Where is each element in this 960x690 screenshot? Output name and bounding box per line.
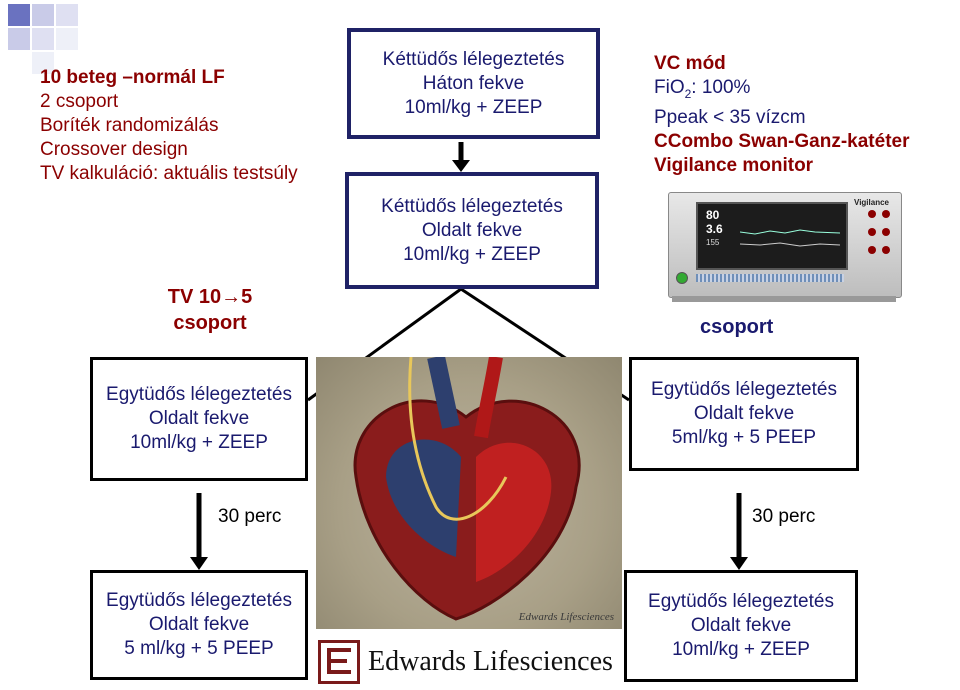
monitor-vent-strip	[696, 274, 844, 282]
arrow-head-left	[190, 557, 208, 570]
corner-decoration-square	[32, 28, 54, 50]
right-group-label: csoport	[700, 316, 774, 338]
monitor-knob	[868, 246, 876, 254]
settings-info: VC mód FiO2: 100% Ppeak < 35 vízcm CComb…	[654, 52, 909, 178]
catheter-line: CCombo Swan-Ganz-katéter	[654, 130, 910, 152]
vessel	[427, 357, 460, 429]
study-info-line: Boríték randomizálás	[40, 115, 219, 136]
heart-illustration	[353, 357, 581, 621]
vigilance-monitor-image: 80 3.6 155 Vigilance	[668, 192, 902, 304]
corner-decoration-square	[32, 52, 54, 74]
monitor-value: 80	[706, 208, 720, 222]
box-line: Egytüdős lélegeztetés	[651, 379, 837, 400]
logo-mark-bar	[327, 670, 351, 674]
monitor-brand: Vigilance	[854, 198, 889, 207]
fio2-prefix: FiO	[654, 77, 685, 98]
corner-decoration-square	[56, 4, 78, 26]
box-line: 10ml/kg + ZEEP	[672, 639, 810, 660]
monitor-value: 155	[706, 238, 720, 247]
study-info-line: 2 csoport	[40, 91, 119, 112]
box-line: 10ml/kg + ZEEP	[404, 96, 543, 118]
monitor-trend-graph	[740, 229, 840, 247]
ppeak-line: Ppeak < 35 vízcm	[654, 106, 806, 128]
box-line: Oldalt fekve	[148, 408, 250, 429]
box-line: Oldalt fekve	[690, 615, 792, 636]
heart-chamber	[386, 439, 461, 557]
ventilation-box-right-bottom: Egytüdős lélegeztetés Oldalt fekve 10ml/…	[624, 570, 858, 682]
ventilation-box-left-bottom: Egytüdős lélegeztetés Oldalt fekve 5 ml/…	[90, 570, 308, 680]
heart-catheter-image: Edwards Lifesciences	[316, 357, 622, 629]
box-line: 10ml/kg + ZEEP	[130, 432, 268, 453]
heart-chamber	[476, 442, 552, 582]
arrow-head-right	[730, 557, 748, 570]
corner-decoration-square	[56, 28, 78, 50]
arrow-head-top	[452, 160, 470, 172]
fio2-subscript: 2	[684, 86, 692, 101]
vessel	[474, 357, 503, 439]
monitor-trend-line	[740, 242, 840, 247]
ventilation-box-top: Kéttüdős lélegeztetés Háton fekve 10ml/k…	[347, 28, 600, 139]
box-line: Egytüdős lélegeztetés	[106, 590, 292, 611]
monitor-screen: 80 3.6 155	[696, 202, 848, 270]
corner-decoration-square	[8, 4, 30, 26]
tv-label: TV 10→5	[167, 286, 253, 308]
monitor-knob	[868, 210, 876, 218]
box-line: Háton fekve	[422, 72, 525, 94]
monitor-knob	[882, 228, 890, 236]
edwards-logo: Edwards Lifesciences	[316, 636, 622, 688]
box-line: 10ml/kg + ZEEP	[403, 243, 541, 265]
study-info-line: Crossover design	[40, 139, 188, 160]
corner-decoration-square	[32, 4, 54, 26]
logo-mark-bar	[327, 659, 347, 663]
box-line: Oldalt fekve	[693, 403, 795, 424]
fio2-value: : 100%	[691, 77, 751, 98]
right-duration: 30 perc	[752, 506, 816, 527]
edwards-logo-mark	[318, 640, 360, 684]
box-line: Oldalt fekve	[148, 614, 250, 635]
monitor-foot	[672, 296, 896, 302]
catheter-line	[408, 357, 508, 521]
monitor-knob	[882, 246, 890, 254]
box-line: Egytüdős lélegeztetés	[106, 384, 292, 405]
tv-group-label: TV 10→5 csoport	[150, 284, 270, 336]
fio2-line: FiO2: 100%	[654, 76, 909, 106]
box-line: 5ml/kg + 5 PEEP	[671, 427, 817, 448]
left-duration: 30 perc	[218, 506, 282, 527]
corner-decoration-square	[8, 28, 30, 50]
logo-mark-bar	[327, 648, 331, 674]
box-line: 5 ml/kg + 5 PEEP	[124, 638, 274, 659]
study-title: 10 beteg –normál LF	[40, 67, 225, 88]
monitor-power-button	[676, 272, 688, 284]
edwards-logo-text: Edwards Lifesciences	[368, 646, 613, 677]
box-line: Kéttüdős lélegeztetés	[381, 195, 563, 217]
mode-title: VC mód	[654, 53, 726, 74]
box-line: Oldalt fekve	[421, 219, 523, 241]
heart-watermark: Edwards Lifesciences	[518, 611, 614, 623]
monitor-knob	[868, 228, 876, 236]
tv-group-text: csoport	[173, 312, 247, 334]
study-info-line: TV kalkuláció: aktuális testsúly	[40, 163, 298, 184]
ventilation-box-second: Kéttüdős lélegeztetés Oldalt fekve 10ml/…	[345, 172, 599, 289]
monitor-line: Vigilance monitor	[654, 154, 814, 176]
ventilation-box-right-mid: Egytüdős lélegeztetés Oldalt fekve 5ml/k…	[629, 357, 859, 471]
monitor-trend-line	[740, 229, 840, 235]
box-line: Kéttüdős lélegeztetés	[382, 48, 565, 70]
study-info: 10 beteg –normál LF 2 csoport Boríték ra…	[40, 66, 298, 186]
ventilation-box-left-mid: Egytüdős lélegeztetés Oldalt fekve 10ml/…	[90, 357, 308, 481]
monitor-value: 3.6	[706, 222, 723, 236]
logo-mark-bar	[327, 648, 351, 652]
box-line: Egytüdős lélegeztetés	[648, 591, 834, 612]
monitor-knob	[882, 210, 890, 218]
